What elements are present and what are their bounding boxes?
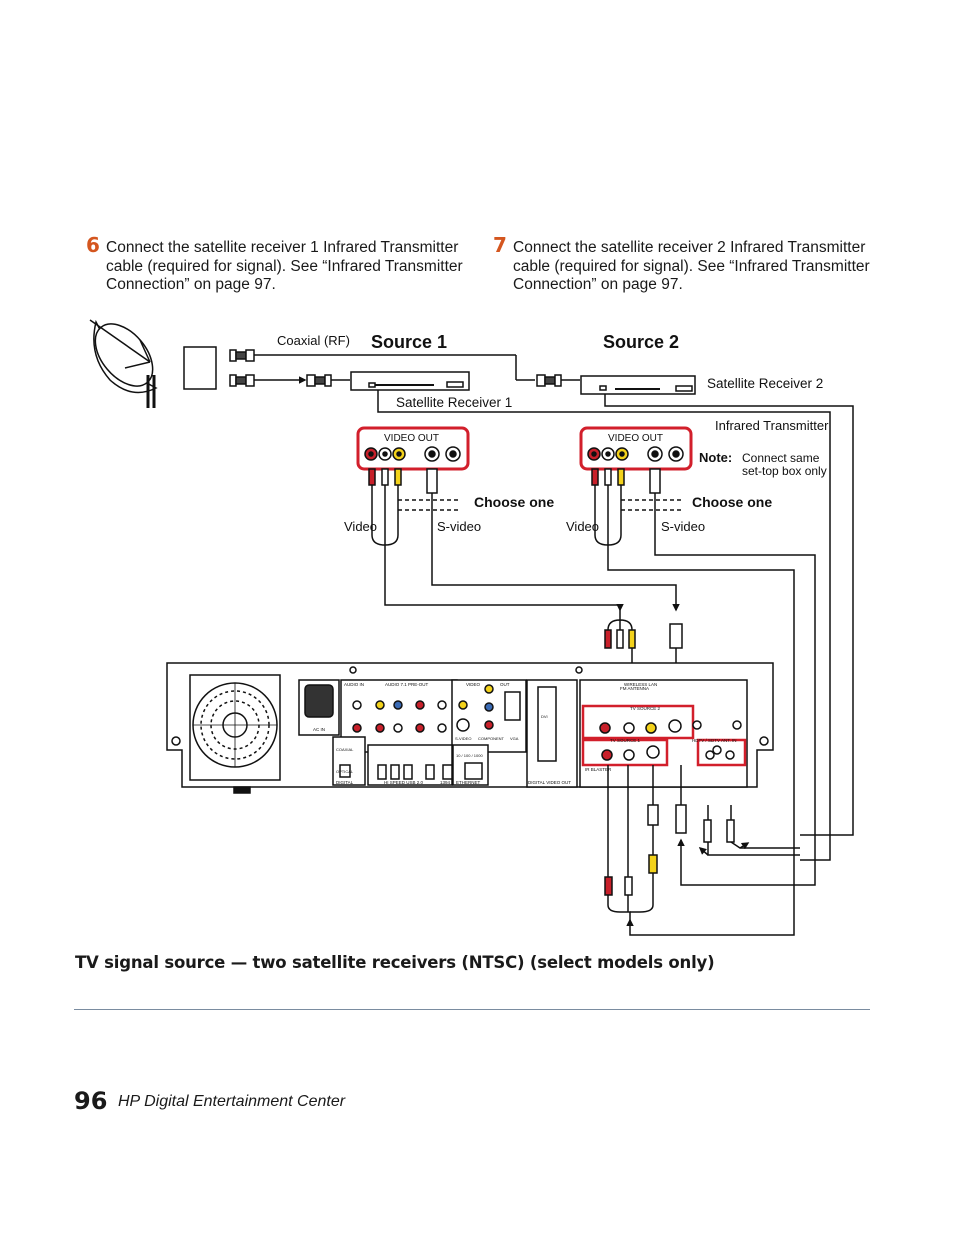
choose-one-1: Choose one [474, 494, 554, 510]
video-label-2: Video [566, 519, 599, 534]
pc-label-ac-in: AC IN [313, 727, 325, 732]
pc-label-tv-source-2: TV SOURCE 2 [630, 706, 661, 711]
pc-label-vga: VGA [510, 736, 519, 741]
step-text: Connect the satellite receiver 1 Infrare… [106, 239, 463, 293]
satellite-dish-icon [89, 319, 158, 408]
book-title: HP Digital Entertainment Center [118, 1093, 346, 1110]
rca-plugs-1 [368, 468, 438, 546]
pc-label-fm: FM ANTENNA [620, 686, 649, 691]
receiver-1-label: Satellite Receiver 1 [396, 395, 512, 410]
pc-label-component: COMPONENT [478, 736, 505, 741]
cables-below-pc [604, 765, 800, 920]
svideo-label-2: S-video [661, 519, 705, 534]
pc-label-svideo: S-VIDEO [455, 736, 471, 741]
video-out-2-label: VIDEO OUT [608, 433, 663, 444]
step-text: Connect the satellite receiver 2 Infrare… [513, 239, 870, 293]
step-number: 7 [493, 233, 507, 257]
pc-label-audio-71: AUDIO 7.1 PRE-OUT [385, 682, 429, 687]
lnb-box [183, 346, 217, 390]
pc-label-ethernet: ETHERNET [456, 780, 481, 785]
pc-label-out: OUT [500, 682, 510, 687]
svideo-label-1: S-video [437, 519, 481, 534]
satellite-receiver-2 [580, 375, 696, 395]
satellite-receiver-1 [350, 371, 470, 391]
pc-label-1394: 1394 [440, 780, 451, 785]
ir-transmitter-label: Infrared Transmitter [715, 418, 829, 433]
pc-label-digital: DIGITAL [336, 780, 354, 785]
video-out-1-label: VIDEO OUT [384, 433, 439, 444]
page-number: 96 [74, 1087, 108, 1115]
step-7: 7 Connect the satellite receiver 2 Infra… [493, 233, 873, 299]
video-label-1: Video [344, 519, 377, 534]
pc-label-wlan: WIRELESS LAN [624, 682, 657, 687]
divider [74, 1009, 870, 1010]
note-label: Note: [699, 450, 732, 465]
note-text-1: Connect same [742, 451, 820, 465]
pc-label-ethernet-speed: 10 / 100 / 1000 [456, 753, 483, 758]
source-2-label: Source 2 [603, 332, 679, 352]
step-number: 6 [86, 233, 100, 257]
pc-label-optical: OPTICAL [336, 769, 354, 774]
pc-label-tv-source-1: TV SOURCE 1 [610, 738, 641, 743]
step-6: 6 Connect the satellite receiver 1 Infra… [86, 233, 466, 299]
wiring-diagram: Coaxial (RF) Source 1 Source 2 Satellite… [89, 319, 854, 936]
video-out-jacks-2 [587, 446, 684, 462]
pc-label-usb: HI SPEED USB 2.0 [384, 780, 424, 785]
video-out-jacks-1 [364, 446, 461, 462]
receiver-2-label: Satellite Receiver 2 [707, 376, 823, 391]
pc-label-video: VIDEO [466, 682, 481, 687]
note-text-2: set-top box only [742, 464, 827, 478]
pc-label-dvo: DIGITAL VIDEO OUT [528, 780, 571, 785]
pc-label-dvi: DVI [541, 714, 548, 719]
source-1-label: Source 1 [371, 332, 447, 352]
coaxial-connector-icon [306, 374, 562, 387]
pc-label-ir: IR BLASTER [585, 767, 612, 772]
pc-label-audio-in: AUDIO IN [344, 682, 364, 687]
coaxial-label: Coaxial (RF) [277, 333, 350, 348]
choose-one-2: Choose one [692, 494, 772, 510]
rca-plugs-2 [591, 468, 661, 546]
coaxial-connector-icon [229, 349, 255, 387]
figure-caption: TV signal source — two satellite receive… [75, 953, 715, 972]
pc-label-hdtv: HDTV / SDTV ANT. IN [692, 738, 737, 743]
pc-label-coaxial: COAXIAL [336, 747, 354, 752]
